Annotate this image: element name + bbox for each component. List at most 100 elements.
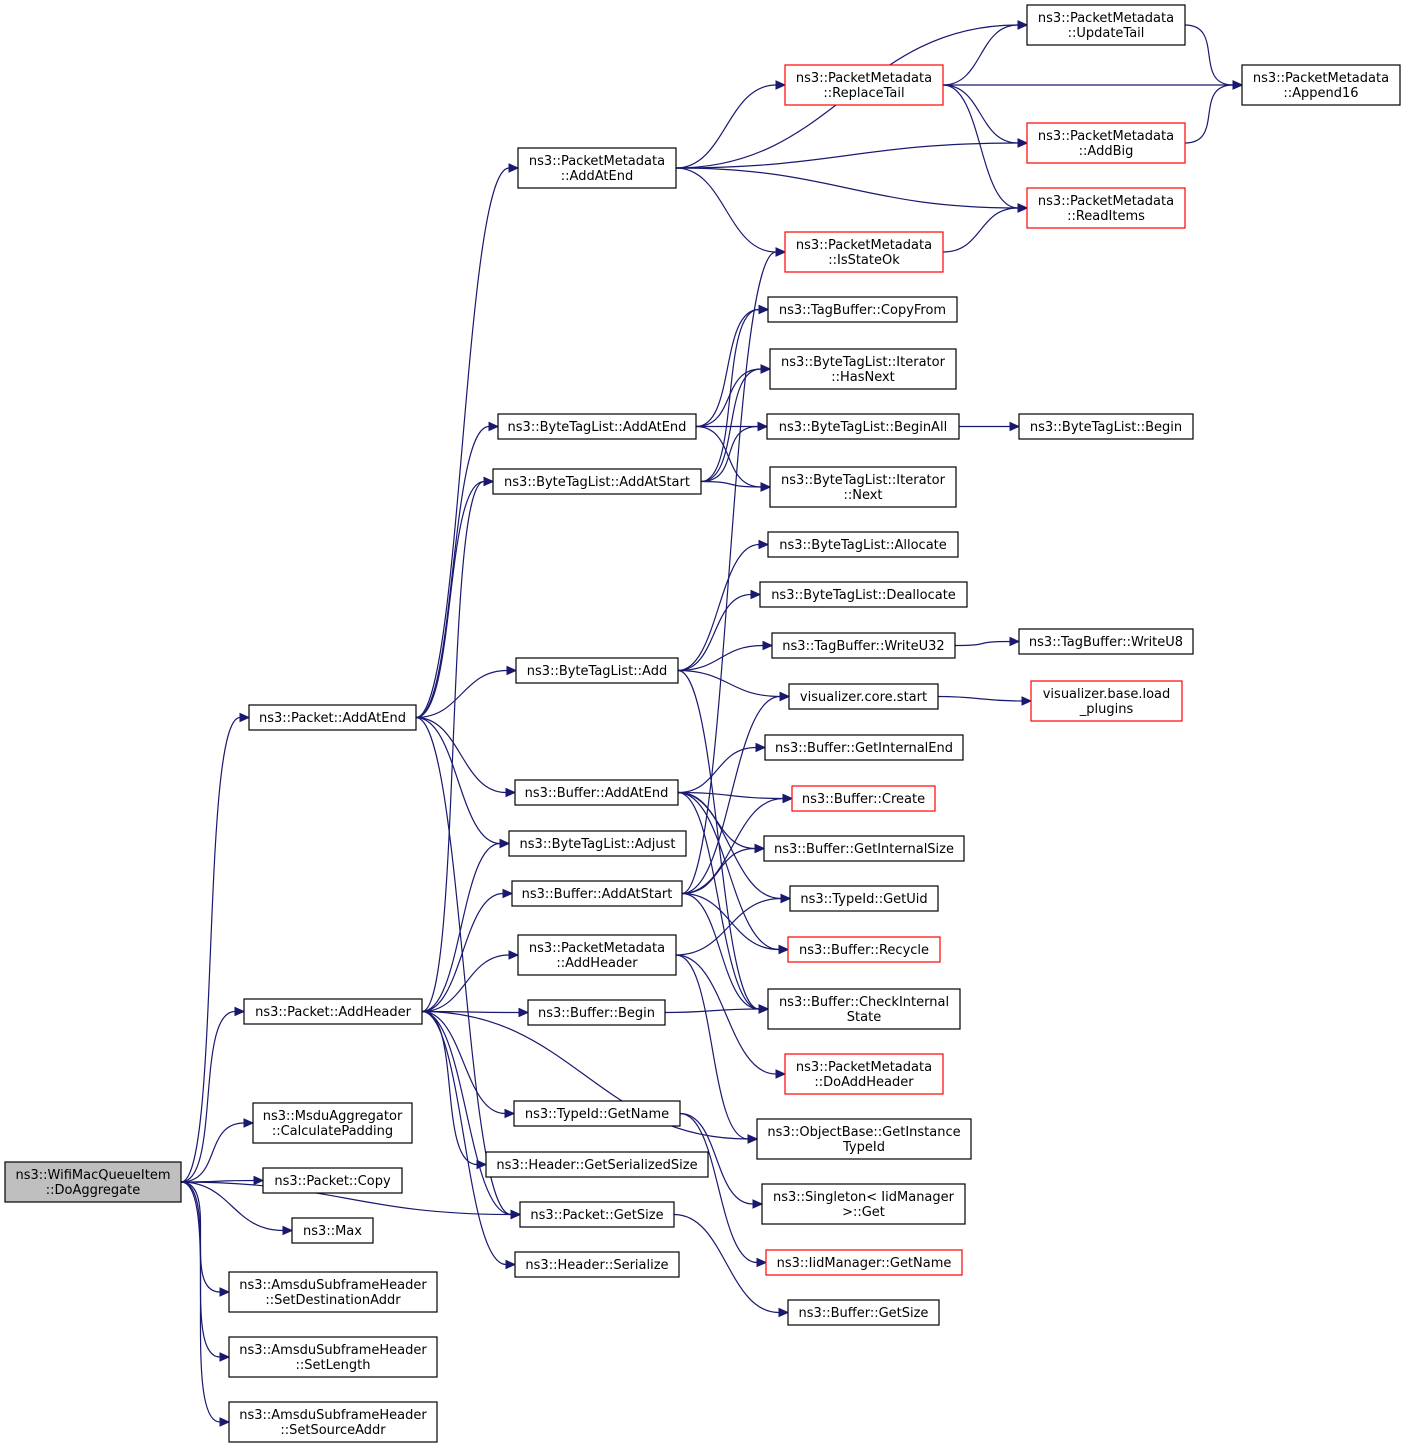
node-box — [228, 1271, 438, 1313]
node-label: ::Next — [843, 488, 882, 503]
node-amsdu-setlen[interactable]: ns3::AmsduSubframeHeader::SetLength — [228, 1336, 438, 1378]
node-pm-doaddheader[interactable]: ns3::PacketMetadata::DoAddHeader — [784, 1053, 944, 1095]
arrowhead — [760, 364, 772, 374]
node-buf-begin[interactable]: ns3::Buffer::Begin — [527, 999, 666, 1026]
node-tb-copyfrom[interactable]: ns3::TagBuffer::CopyFrom — [767, 296, 958, 323]
node-btl-addatstart[interactable]: ns3::ByteTagList::AddAtStart — [492, 468, 702, 495]
node-viz-start[interactable]: visualizer.core.start — [788, 683, 939, 710]
edge-line — [415, 167, 510, 719]
node-label: ns3::TagBuffer::WriteU32 — [782, 639, 944, 654]
node-max[interactable]: ns3::Max — [291, 1217, 374, 1244]
edge-line — [421, 892, 504, 1013]
node-label: ns3::PacketMetadata — [796, 71, 932, 86]
node-box — [519, 1201, 675, 1228]
edge-line — [180, 1122, 245, 1183]
node-typeid-getname[interactable]: ns3::TypeId::GetName — [513, 1100, 681, 1127]
node-tb-writeu8[interactable]: ns3::TagBuffer::WriteU8 — [1018, 628, 1194, 655]
node-btl-adjust[interactable]: ns3::ByteTagList::Adjust — [508, 830, 687, 857]
node-root[interactable]: ns3::WifiMacQueueItem::DoAggregate — [4, 1161, 182, 1203]
node-buf-recycle[interactable]: ns3::Buffer::Recycle — [787, 936, 941, 963]
node-buf-create[interactable]: ns3::Buffer::Create — [791, 785, 936, 812]
node-pm-append16[interactable]: ns3::PacketMetadata::Append16 — [1241, 64, 1401, 106]
node-pkt-addheader[interactable]: ns3::Packet::AddHeader — [243, 998, 423, 1025]
node-btl-it-hasnext[interactable]: ns3::ByteTagList::Iterator::HasNext — [769, 348, 957, 390]
node-buf-getsize[interactable]: ns3::Buffer::GetSize — [787, 1299, 940, 1326]
node-label: ns3::Buffer::AddAtStart — [522, 887, 673, 902]
node-buf-addatstart[interactable]: ns3::Buffer::AddAtStart — [511, 880, 683, 907]
arrowhead — [757, 421, 769, 432]
edge-line — [415, 716, 507, 794]
edge-buf-addatstart-to-viz-start — [681, 691, 791, 895]
node-pm-addatend[interactable]: ns3::PacketMetadata::AddAtEnd — [517, 147, 677, 189]
node-btl-allocate[interactable]: ns3::ByteTagList::Allocate — [767, 531, 959, 558]
node-box — [759, 581, 968, 608]
node-label: ns3::ByteTagList::Deallocate — [771, 588, 956, 603]
node-label: ns3::Buffer::Recycle — [799, 943, 929, 958]
node-label: ns3::Header::GetSerializedSize — [496, 1158, 697, 1173]
node-buf-getintsize[interactable]: ns3::Buffer::GetInternalSize — [763, 835, 965, 862]
node-label: ::AddAtEnd — [561, 169, 633, 184]
edge-line — [700, 480, 762, 488]
arrowhead — [1017, 203, 1029, 213]
arrowhead — [488, 421, 500, 432]
node-btl-beginall[interactable]: ns3::ByteTagList::BeginAll — [766, 413, 960, 440]
edge-line — [677, 593, 752, 672]
node-btl-addatend[interactable]: ns3::ByteTagList::AddAtEnd — [497, 413, 697, 440]
edge-line — [415, 716, 512, 1216]
node-msdu-calcpad[interactable]: ns3::MsduAggregator::CalculatePadding — [252, 1102, 413, 1144]
arrowhead — [1009, 421, 1021, 432]
node-pkt-getsize[interactable]: ns3::Packet::GetSize — [519, 1201, 675, 1228]
call-edges — [180, 20, 1244, 1427]
node-btl-begin[interactable]: ns3::ByteTagList::Begin — [1018, 413, 1194, 440]
node-btl-add[interactable]: ns3::ByteTagList::Add — [515, 657, 679, 684]
node-label: ::CalculatePadding — [272, 1124, 393, 1139]
edge-pm-isstateok-to-pm-readitems — [942, 203, 1029, 253]
edge-line — [421, 1010, 749, 1140]
node-pkt-copy[interactable]: ns3::Packet::Copy — [262, 1167, 403, 1194]
node-buf-addatend[interactable]: ns3::Buffer::AddAtEnd — [514, 779, 679, 806]
edge-pm-addatend-to-pm-replacetail — [675, 80, 787, 169]
node-label: ns3::TypeId::GetUid — [800, 892, 927, 907]
node-pm-addheader[interactable]: ns3::PacketMetadata::AddHeader — [517, 934, 677, 976]
edge-typeid-getname-to-singleton-get — [679, 1112, 764, 1209]
node-iid-getname[interactable]: ns3::IidManager::GetName — [765, 1249, 963, 1276]
node-pm-replacetail[interactable]: ns3::PacketMetadata::ReplaceTail — [784, 64, 944, 106]
node-singleton-get[interactable]: ns3::Singleton< IidManager >::Get — [761, 1183, 966, 1225]
edge-line — [673, 1213, 780, 1314]
node-pm-updatetail[interactable]: ns3::PacketMetadata::UpdateTail — [1026, 4, 1186, 46]
node-box — [527, 999, 666, 1026]
node-pm-readitems[interactable]: ns3::PacketMetadata::ReadItems — [1026, 187, 1186, 229]
arrowhead — [1017, 20, 1029, 30]
node-buf-getintend[interactable]: ns3::Buffer::GetInternalEnd — [764, 734, 964, 761]
edge-root-to-msdu-calcpad — [180, 1118, 255, 1183]
edge-btl-beginall-to-btl-begin — [959, 421, 1021, 432]
node-label: ns3::AmsduSubframeHeader — [239, 1408, 427, 1423]
node-viz-load[interactable]: visualizer.base.load_plugins — [1030, 680, 1183, 722]
node-tb-writeu32[interactable]: ns3::TagBuffer::WriteU32 — [771, 632, 956, 659]
node-label: visualizer.base.load — [1043, 687, 1171, 702]
node-box — [1026, 187, 1186, 229]
edge-pkt-addheader-to-hdr-serialize — [421, 1010, 517, 1270]
arrowhead — [219, 1417, 231, 1427]
node-typeid-getuid[interactable]: ns3::TypeId::GetUid — [789, 885, 939, 912]
node-label: ns3::ByteTagList::Adjust — [520, 837, 676, 852]
node-label: State — [847, 1010, 881, 1025]
node-label: ::DoAddHeader — [814, 1075, 914, 1090]
edge-root-to-pkt-addatend — [180, 712, 251, 1183]
node-amsdu-setdest[interactable]: ns3::AmsduSubframeHeader::SetDestination… — [228, 1271, 438, 1313]
node-pm-isstateok[interactable]: ns3::PacketMetadata::IsStateOk — [784, 231, 944, 273]
node-label: ::SetSourceAddr — [280, 1423, 386, 1438]
node-btl-deallocate[interactable]: ns3::ByteTagList::Deallocate — [759, 581, 968, 608]
edge-buf-addatstart-to-buf-getintsize — [681, 843, 766, 895]
edge-btl-addatstart-to-btl-it-next — [700, 480, 772, 492]
node-pm-addbig[interactable]: ns3::PacketMetadata::AddBig — [1026, 122, 1186, 164]
node-hdr-getsersize[interactable]: ns3::Header::GetSerializedSize — [485, 1151, 709, 1178]
node-hdr-serialize[interactable]: ns3::Header::Serialize — [514, 1251, 680, 1278]
node-amsdu-setsrc[interactable]: ns3::AmsduSubframeHeader::SetSourceAddr — [228, 1401, 438, 1443]
node-btl-it-next[interactable]: ns3::ByteTagList::Iterator::Next — [769, 466, 957, 508]
node-box — [508, 830, 687, 857]
node-pkt-addatend[interactable]: ns3::Packet::AddAtEnd — [248, 704, 417, 731]
